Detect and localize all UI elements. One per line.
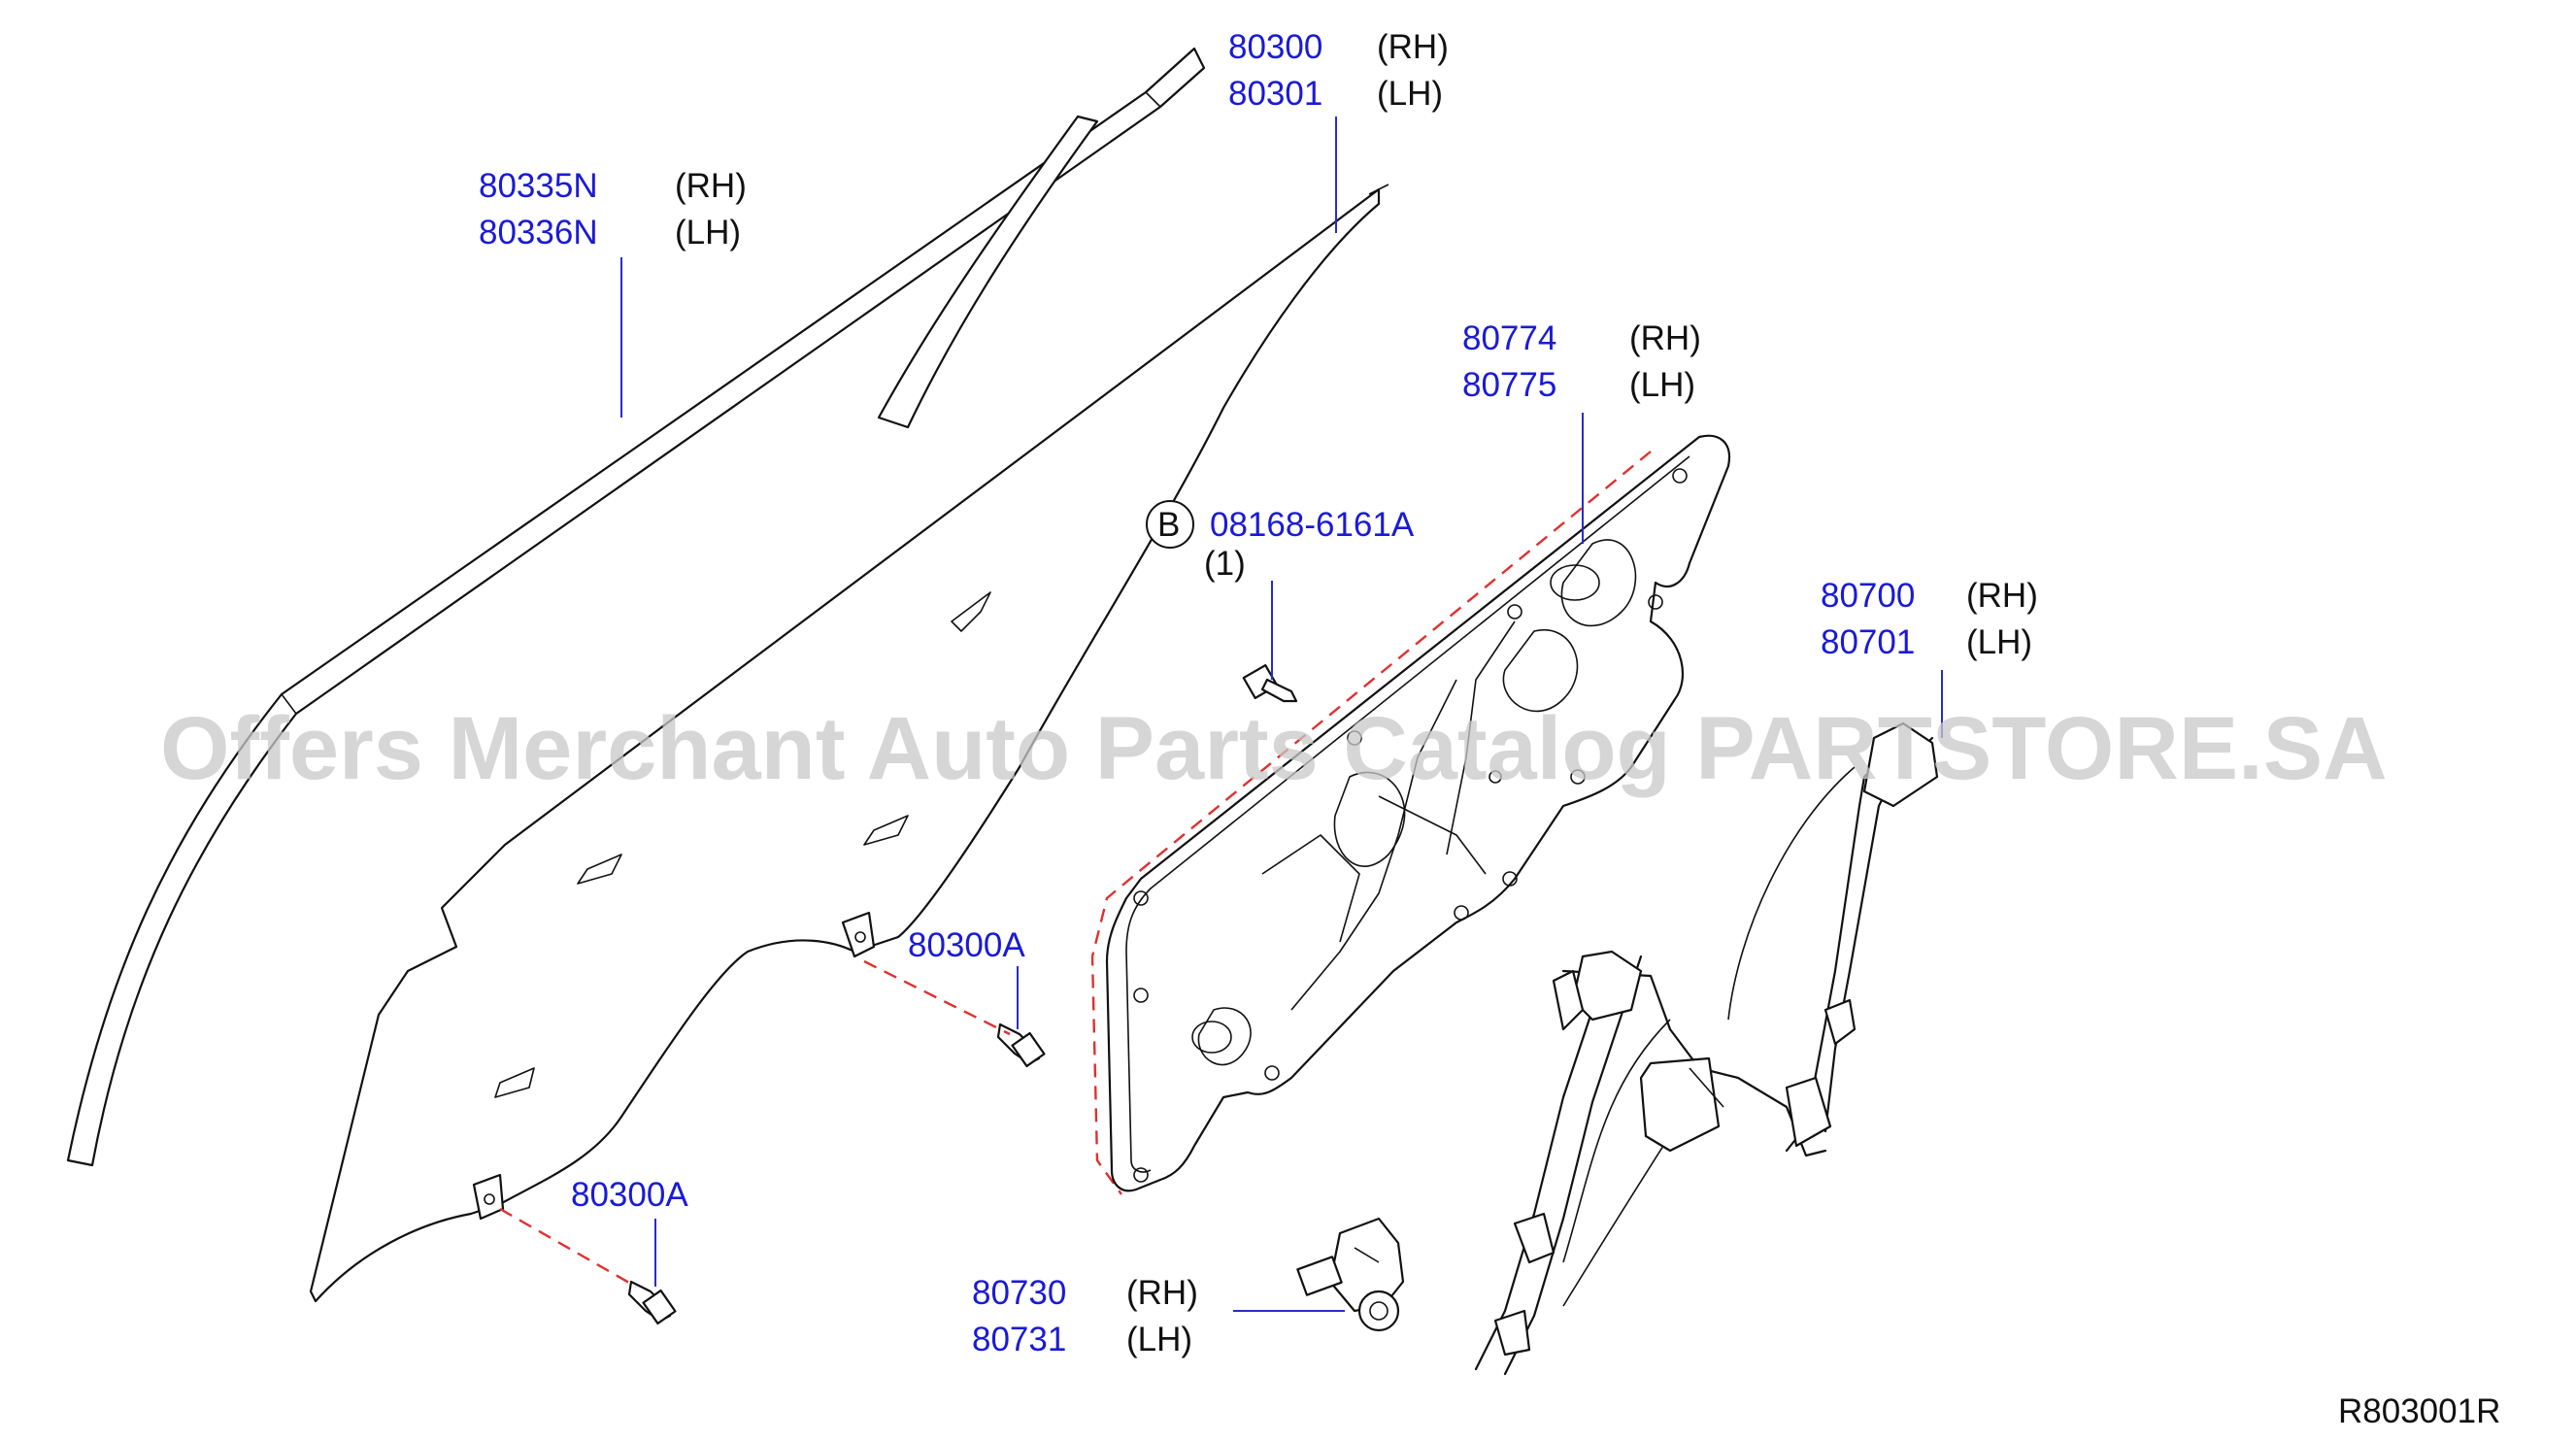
dashed-ref-bolt-lower — [499, 1207, 637, 1289]
door-module-panel-drawing — [1105, 434, 1731, 1192]
window-regulator-drawing — [1474, 721, 1939, 1376]
part-number-80701[interactable]: 80701 — [1821, 623, 1915, 661]
side-label-rh: (RH) — [1966, 577, 2038, 615]
callout-regulator[interactable]: 80700 (RH) 80701 (LH) — [1821, 577, 2038, 661]
bolt-08168 — [1242, 664, 1298, 703]
part-number-80774[interactable]: 80774 — [1462, 319, 1556, 357]
dashed-ref-bolt-upper — [863, 959, 1011, 1036]
part-number-80301[interactable]: 80301 — [1228, 75, 1322, 113]
part-number-80335n[interactable]: 80335N — [479, 167, 598, 205]
side-label-rh: (RH) — [675, 167, 747, 205]
side-label-lh: (LH) — [1629, 366, 1695, 404]
callout-glass[interactable]: 80300 (RH) 80301 (LH) — [1228, 28, 1449, 113]
part-number-80300a-lower[interactable]: 80300A — [571, 1176, 688, 1214]
part-number-80300[interactable]: 80300 — [1228, 28, 1322, 66]
callout-run-channel[interactable]: 80335N (RH) 80336N (LH) — [479, 167, 747, 251]
part-number-08168-6161a[interactable]: 08168-6161A — [1210, 506, 1415, 544]
part-number-80730[interactable]: 80730 — [972, 1274, 1066, 1312]
callout-bolt-b[interactable]: B 08168-6161A (1) — [1146, 500, 1415, 583]
part-number-80731[interactable]: 80731 — [972, 1321, 1066, 1358]
side-label-lh: (LH) — [1377, 75, 1443, 113]
part-number-80700[interactable]: 80700 — [1821, 577, 1915, 615]
regulator-motor-drawing — [1296, 1217, 1405, 1332]
badge-b-circle — [1146, 500, 1194, 549]
bolt-80300a-lower — [627, 1280, 677, 1325]
badge-b-label: B — [1157, 506, 1180, 544]
run-channel-drawing — [66, 47, 1206, 1167]
part-number-80336n[interactable]: 80336N — [479, 214, 598, 251]
callout-base-panel[interactable]: 80774 (RH) 80775 (LH) — [1462, 319, 1701, 404]
callout-glass-bolt-upper[interactable]: 80300A — [908, 926, 1025, 964]
side-label-lh: (LH) — [675, 214, 741, 251]
part-number-80300a-upper[interactable]: 80300A — [908, 926, 1025, 964]
side-label-rh: (RH) — [1629, 319, 1701, 357]
side-label-lh: (LH) — [1966, 623, 2032, 661]
side-label-lh: (LH) — [1126, 1321, 1192, 1358]
diagram-reference-code: R803001R — [2338, 1392, 2500, 1430]
callout-glass-bolt-lower[interactable]: 80300A — [571, 1176, 688, 1214]
callout-motor[interactable]: 80730 (RH) 80731 (LH) — [972, 1274, 1198, 1358]
part-number-80775[interactable]: 80775 — [1462, 366, 1556, 404]
door-glass-drawing — [309, 184, 1389, 1303]
side-label-rh: (RH) — [1126, 1274, 1198, 1312]
side-label-rh: (RH) — [1377, 28, 1449, 66]
quantity-label: (1) — [1204, 545, 1246, 583]
watermark-text: Offers Merchant Auto Parts Catalog PARTS… — [160, 699, 2388, 798]
